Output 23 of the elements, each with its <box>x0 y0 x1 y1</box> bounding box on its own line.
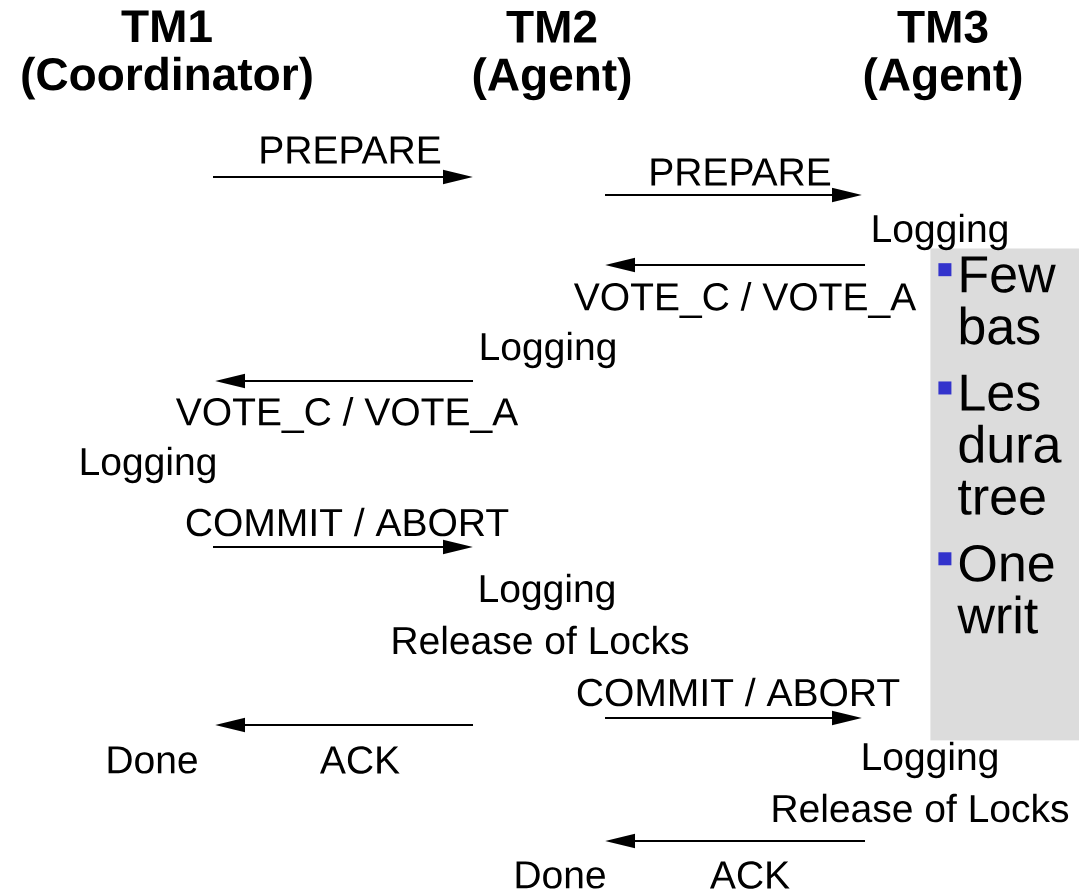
note-text: Logging <box>81 446 215 484</box>
message-label: COMMIT / ABORT <box>182 505 512 539</box>
note-text: Release of Locks <box>393 625 689 655</box>
note-text: Done <box>108 746 197 774</box>
message-label: VOTE_C / VOTE_A <box>173 395 521 435</box>
note-text: Logging <box>863 741 997 779</box>
message-label: PREPARE <box>256 134 444 166</box>
bullet-text: Les dura tree <box>958 374 1062 515</box>
bullet-text: One writ <box>957 544 1054 634</box>
bullet-text: Few bas <box>960 256 1056 345</box>
message-label: ACK <box>317 744 403 776</box>
note-text: Done <box>516 861 605 889</box>
participant-heading: TM3 (Agent) <box>864 10 1022 101</box>
message-label: PREPARE <box>646 156 834 188</box>
note-text: Logging <box>480 573 614 611</box>
participant-heading: TM1 (Coordinator) <box>22 10 312 100</box>
note-text: Logging <box>873 213 1007 251</box>
message-label: VOTE_C / VOTE_A <box>571 280 919 320</box>
participant-heading: TM2 (Agent) <box>473 10 631 101</box>
note-text: Logging <box>481 331 615 369</box>
message-label: COMMIT / ABORT <box>573 675 903 709</box>
message-label: ACK <box>707 859 793 890</box>
note-text: Release of Locks <box>773 793 1069 823</box>
